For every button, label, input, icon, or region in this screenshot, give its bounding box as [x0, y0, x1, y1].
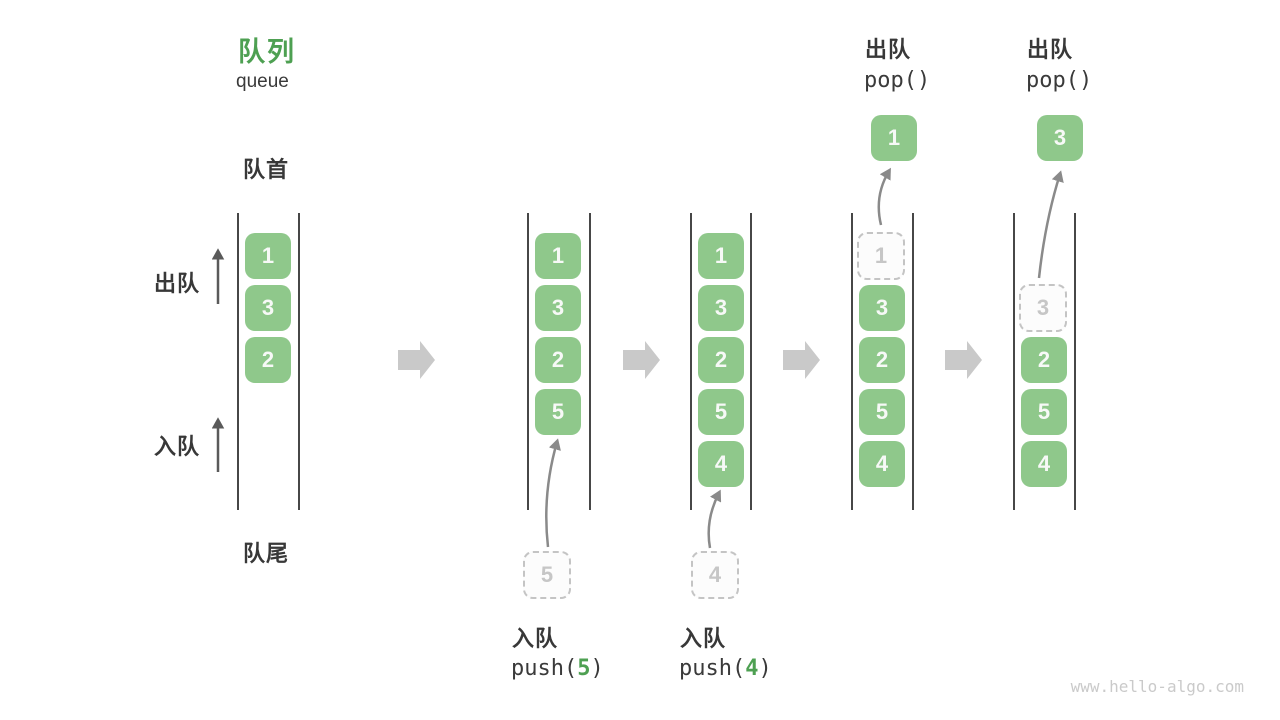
push5-curve-arrow: [545, 438, 561, 548]
popped-element-1: 1: [871, 115, 917, 161]
queue-cell: 2: [698, 337, 744, 383]
queue-cell: 4: [698, 441, 744, 487]
popped-slot-ghost: 1: [857, 232, 905, 280]
dequeue-side-label: 出队: [154, 271, 201, 296]
page-subtitle: queue: [236, 71, 289, 92]
transition-arrow-3: [783, 341, 820, 379]
push5-code-pre: push(: [511, 656, 578, 681]
pop1-curve-arrow: [877, 167, 891, 226]
pop1-op-code: pop(): [864, 68, 931, 93]
incoming-element-4: 4: [691, 551, 739, 599]
queue-cell: 2: [535, 337, 581, 383]
push5-code-arg: 5: [577, 656, 591, 681]
queue-front-label: 队首: [243, 157, 290, 182]
pop2-op-code: pop(): [1026, 68, 1093, 93]
queue-rear-label: 队尾: [243, 541, 290, 566]
site-watermark: www.hello-algo.com: [1070, 677, 1244, 696]
page-title: 队列: [238, 37, 296, 67]
push4-code-post: ): [758, 656, 772, 681]
queue-cell: 4: [859, 441, 905, 487]
queue-cell: 5: [859, 389, 905, 435]
queue-cell: 2: [859, 337, 905, 383]
push4-curve-arrow: [707, 489, 722, 549]
push4-code-pre: push(: [679, 656, 746, 681]
pop3-curve-arrow: [1037, 170, 1064, 279]
push4-op-code: push(4): [679, 656, 772, 681]
enqueue-side-label: 入队: [154, 434, 201, 459]
incoming-element-5: 5: [523, 551, 571, 599]
queue-cell: 3: [698, 285, 744, 331]
queue-cell: 2: [1021, 337, 1067, 383]
push4-code-arg: 4: [745, 656, 759, 681]
state-transition-arrows: [398, 341, 982, 379]
transition-arrow-2: [623, 341, 660, 379]
pop1-op-label: 出队: [865, 37, 912, 62]
queue-cell: 4: [1021, 441, 1067, 487]
transition-arrow-1: [398, 341, 435, 379]
pop2-op-label: 出队: [1027, 37, 1074, 62]
queue-cell: 1: [245, 233, 291, 279]
push4-op-label: 入队: [680, 626, 727, 651]
popped-slot-ghost: 3: [1019, 284, 1067, 332]
push5-op-label: 入队: [512, 626, 559, 651]
queue-walls: [237, 213, 1076, 510]
queue-cell: 5: [1021, 389, 1067, 435]
queue-cell: 5: [535, 389, 581, 435]
popped-element-3: 3: [1037, 115, 1083, 161]
transition-arrow-4: [945, 341, 982, 379]
queue-cell: 3: [245, 285, 291, 331]
queue-cell: 1: [535, 233, 581, 279]
queue-cell: 5: [698, 389, 744, 435]
push5-code-post: ): [590, 656, 604, 681]
queue-cell: 2: [245, 337, 291, 383]
queue-cell: 3: [535, 285, 581, 331]
queue-cell: 3: [859, 285, 905, 331]
queue-cell: 1: [698, 233, 744, 279]
push5-op-code: push(5): [511, 656, 604, 681]
